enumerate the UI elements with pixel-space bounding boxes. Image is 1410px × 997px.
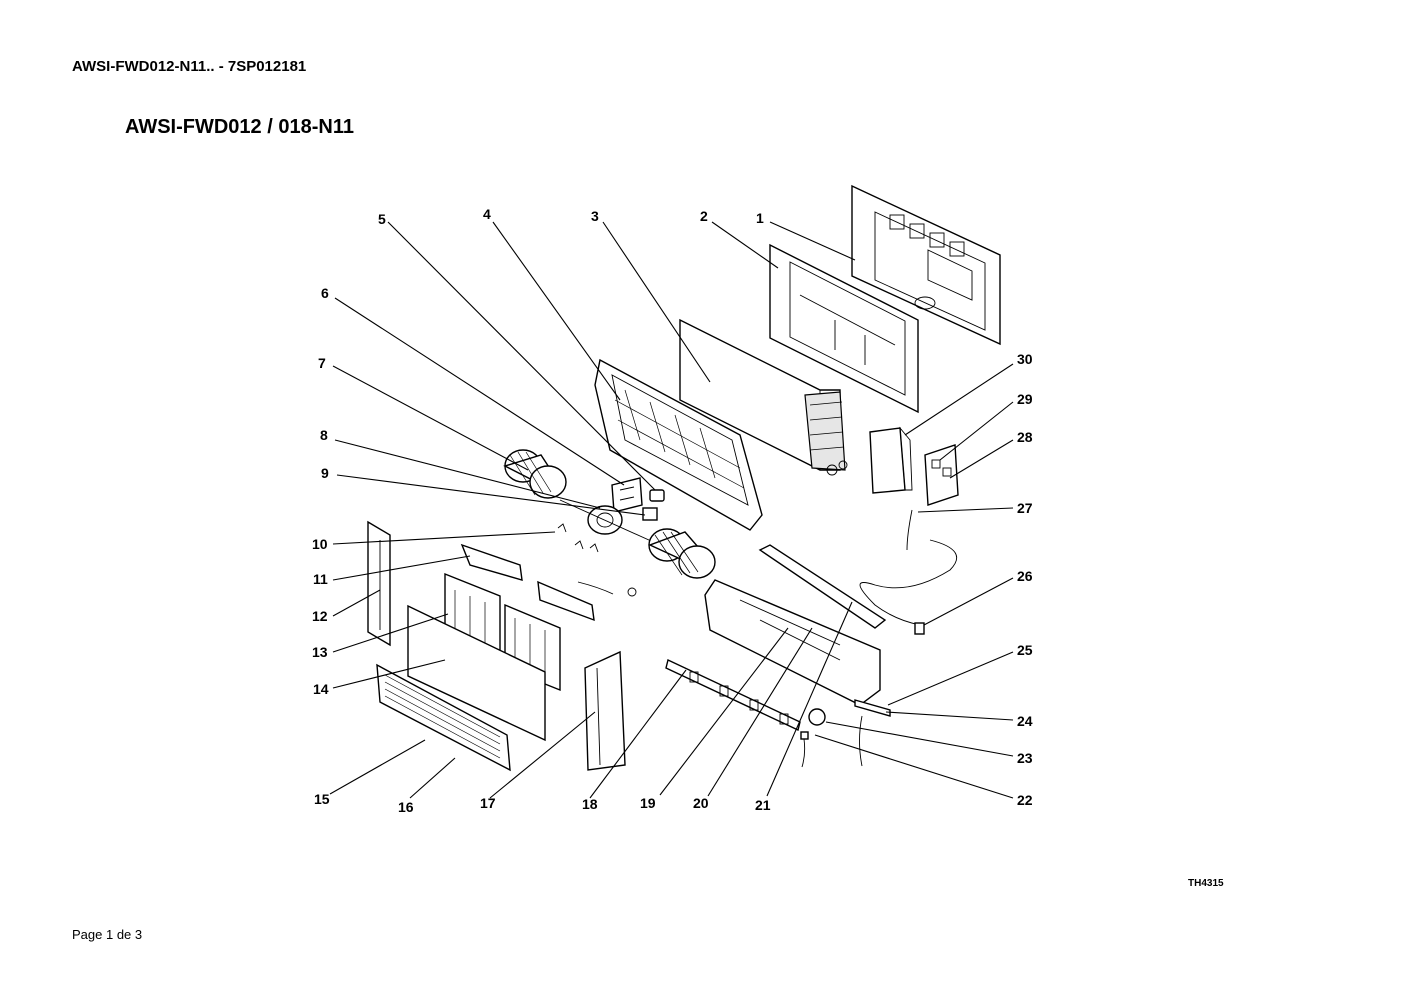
- callout-27: 27: [1017, 500, 1033, 516]
- callout-25: 25: [1017, 642, 1033, 658]
- callout-14: 14: [313, 681, 329, 697]
- part-19-discharge-housing: [704, 579, 881, 706]
- callout-7: 7: [318, 355, 326, 371]
- callout-10: 10: [312, 536, 328, 552]
- callout-20: 20: [693, 795, 709, 811]
- callout-11: 11: [313, 571, 328, 587]
- callout-8: 8: [320, 427, 328, 443]
- callout-26: 26: [1017, 568, 1033, 584]
- part-14-intake-frame: [407, 604, 546, 742]
- callout-18: 18: [582, 796, 598, 812]
- callout-3: 3: [591, 208, 599, 224]
- callout-15: 15: [314, 791, 330, 807]
- part-26-power-cable: [859, 509, 958, 635]
- callout-24: 24: [1017, 713, 1033, 729]
- callout-labels: 1 2 3 4 5 6 7 8 9 10 11 12 13 14 15 16 1…: [312, 206, 1033, 815]
- callout-9: 9: [321, 465, 329, 481]
- part-15-front-grille: [376, 663, 511, 772]
- part-21-deflector: [758, 544, 887, 629]
- callout-30: 30: [1017, 351, 1033, 367]
- callout-28: 28: [1017, 429, 1033, 445]
- document-header: AWSI-FWD012-N11.. - 7SP012181: [72, 58, 307, 75]
- part-10-clips: [557, 523, 599, 553]
- callout-21: 21: [755, 797, 771, 813]
- callout-12: 12: [312, 608, 328, 624]
- callout-1: 1: [756, 210, 764, 226]
- part-17-right-side-panel: [584, 650, 626, 771]
- part-2-back-frame: [769, 243, 919, 414]
- leader-lines: [329, 221, 1014, 799]
- callout-5: 5: [378, 211, 386, 227]
- callout-6: 6: [321, 285, 329, 301]
- part-23-stepper-motor: [800, 708, 826, 768]
- model-title: AWSI-FWD012 / 018-N11: [125, 116, 354, 138]
- part-6-motor-bracket: [611, 477, 643, 513]
- callout-19: 19: [640, 795, 656, 811]
- part-30-electrical-box: [869, 426, 913, 494]
- callout-13: 13: [312, 644, 328, 660]
- part-5-bearing-cap: [649, 489, 665, 502]
- part-12-left-side-panel: [367, 520, 391, 647]
- blower-wheel-right: [648, 528, 716, 579]
- part-18-louver: [665, 659, 801, 731]
- part-7-blower-wheel-left: [503, 449, 567, 499]
- callout-16: 16: [398, 799, 414, 815]
- part-1-mounting-plate: [851, 184, 1001, 346]
- part-3-heat-exchanger: [679, 318, 848, 476]
- callout-22: 22: [1017, 792, 1033, 808]
- part-11-bearing-holder: [460, 543, 637, 622]
- page-number: Page 1 de 3: [72, 927, 143, 942]
- part-25-display-board: [854, 699, 891, 767]
- callout-17: 17: [480, 795, 496, 811]
- callout-4: 4: [483, 206, 491, 222]
- callout-23: 23: [1017, 750, 1033, 766]
- part-4-chassis: [594, 358, 763, 531]
- part-8-fan-motor: [559, 499, 661, 546]
- callout-29: 29: [1017, 391, 1033, 407]
- drawing-code: TH4315: [1188, 878, 1224, 889]
- callout-2: 2: [700, 208, 708, 224]
- part-29-control-board: [924, 444, 959, 506]
